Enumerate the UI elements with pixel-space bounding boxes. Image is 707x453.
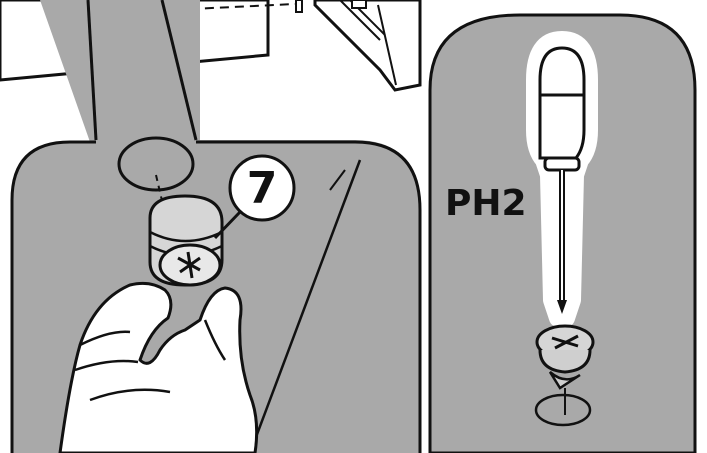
cam-lock-small xyxy=(534,324,595,427)
screwdriver-size-label: PH2 xyxy=(445,183,527,224)
hand-illustration xyxy=(58,281,259,453)
drill-hole xyxy=(117,136,195,236)
step-number-callout: 7 xyxy=(213,154,296,240)
step-number: 7 xyxy=(247,163,278,214)
cabinet-frame xyxy=(129,0,422,92)
screwdriver-icon xyxy=(526,31,598,327)
cam-lock-fitting xyxy=(148,194,224,287)
